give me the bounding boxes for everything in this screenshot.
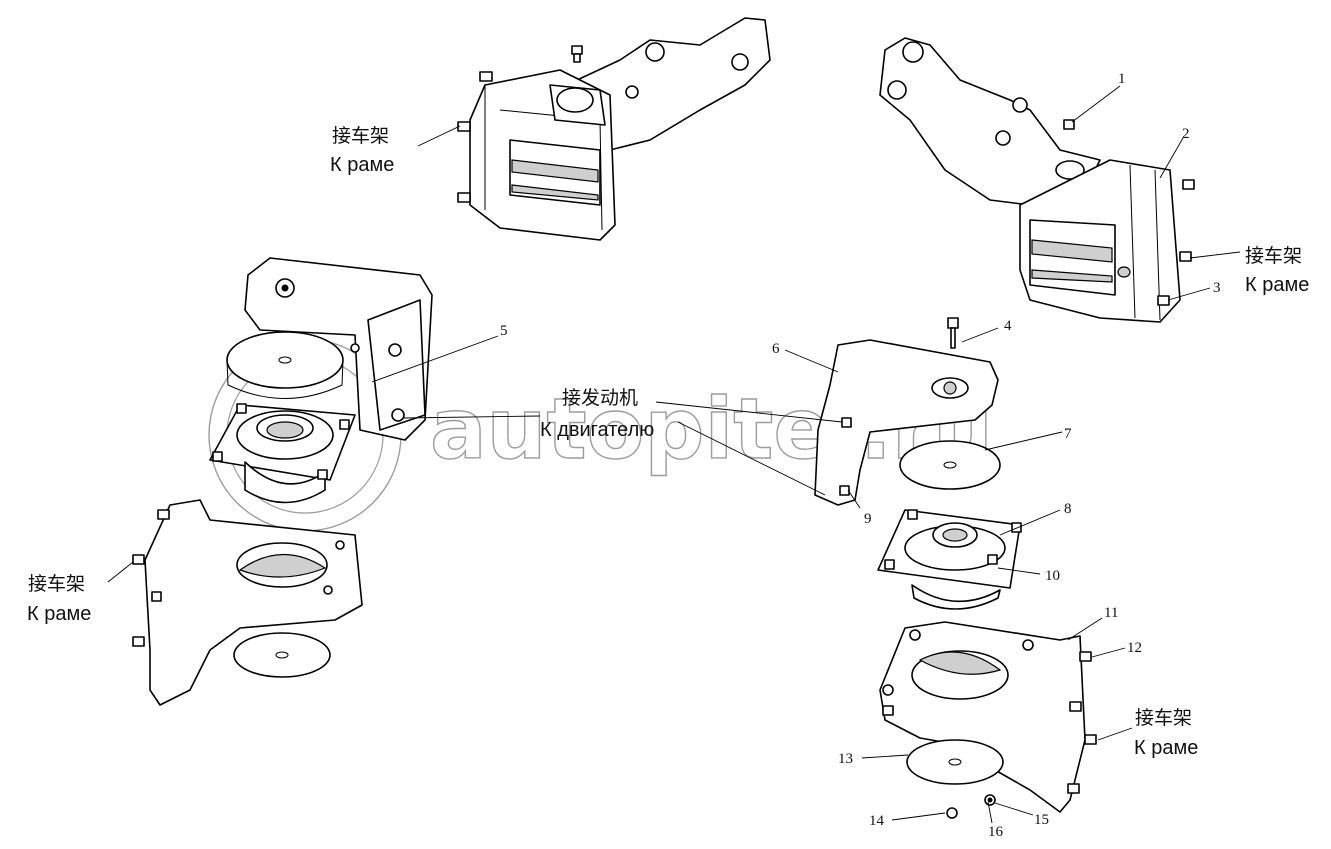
bolt-icon	[457, 45, 583, 203]
frame-label-cn-topleft: 接车架	[332, 125, 389, 147]
frame-label-ru-topleft: К раме	[330, 154, 394, 176]
front-mount-right-assembly	[814, 317, 1133, 819]
callout-12: 12	[1127, 640, 1142, 656]
bolt-icon	[884, 509, 1022, 570]
callout-15: 15	[1034, 812, 1049, 828]
frame-label-cn-topright: 接车架	[1245, 245, 1302, 267]
callout-5: 5	[500, 323, 508, 339]
front-mount-left-assembly	[107, 257, 499, 706]
callout-9: 9	[864, 511, 872, 527]
bolt-icon	[882, 651, 1097, 819]
callout-4: 4	[1004, 318, 1012, 334]
engine-label-ru: К двигателю	[540, 419, 654, 441]
callout-16: 16	[988, 824, 1004, 840]
frame-label-ru-topright: К раме	[1245, 274, 1309, 296]
callout-11: 11	[1104, 605, 1118, 621]
rear-mount-left-assembly	[417, 17, 771, 241]
engine-leaders	[403, 401, 843, 496]
callout-14: 14	[869, 813, 885, 829]
bolt-icon	[1063, 119, 1195, 306]
connection-labels: 接车架 К раме 接车架 К раме 接车架 К раме 接车架 К р…	[27, 125, 1309, 759]
frame-label-ru-left: К раме	[27, 603, 91, 625]
bolt-icon	[839, 317, 959, 496]
frame-label-cn-left: 接车架	[28, 573, 85, 595]
callout-10: 10	[1045, 568, 1060, 584]
frame-label-ru-bottomright: К раме	[1134, 737, 1198, 759]
callout-leaders	[784, 327, 1126, 824]
bolt-icon	[132, 509, 170, 647]
engine-label-cn: 接发动机	[562, 387, 638, 409]
bolt-icon	[212, 403, 350, 480]
rear-mount-right-assembly	[879, 37, 1241, 323]
callout-1: 1	[1118, 71, 1126, 87]
callout-numbers: 1 2 3 4 5 6 7 8 9 10 11 12 13 14 15 16	[500, 71, 1221, 840]
frame-label-cn-bottomright: 接车架	[1135, 707, 1192, 729]
callout-6: 6	[772, 341, 780, 357]
callout-8: 8	[1064, 501, 1072, 517]
callout-7: 7	[1064, 426, 1072, 442]
callout-2: 2	[1182, 126, 1190, 142]
callout-3: 3	[1213, 280, 1221, 296]
callout-13: 13	[838, 751, 853, 767]
